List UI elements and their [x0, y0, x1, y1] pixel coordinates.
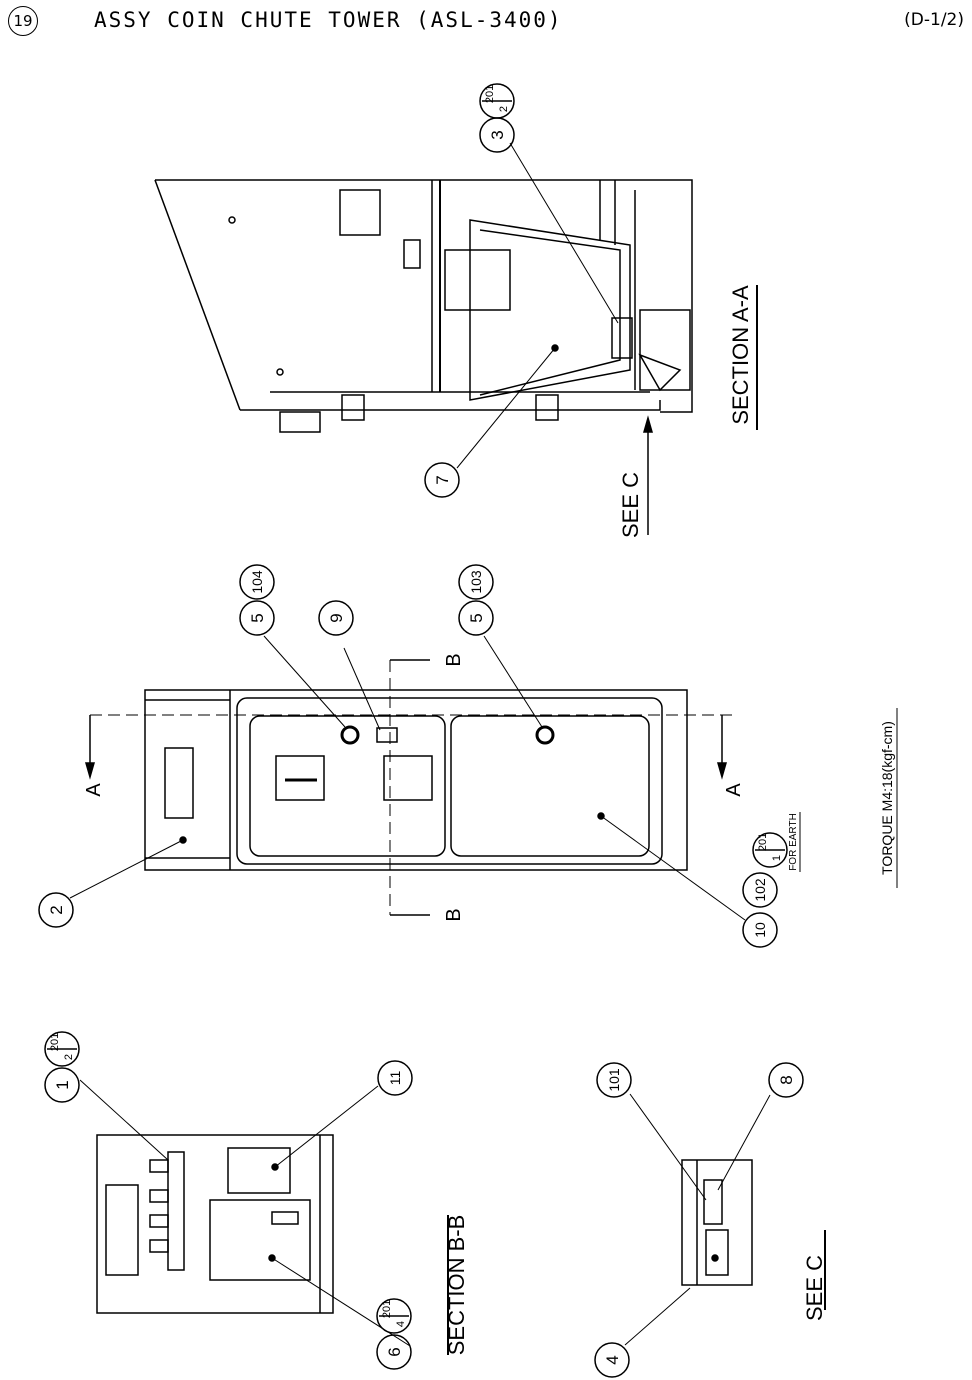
balloon-2-label: 2 — [47, 905, 66, 914]
balloon-10-ref — [752, 832, 788, 868]
balloon-3-ref — [479, 83, 515, 119]
balloon-4-label: 4 — [603, 1355, 622, 1364]
for-earth-note: FOR EARTH — [788, 813, 799, 871]
balloon-11 — [377, 1060, 413, 1096]
section-aa-view — [154, 142, 758, 535]
balloon-101-label: 101 — [606, 1068, 622, 1092]
balloon-102 — [742, 872, 778, 908]
section-bb-label: SECTION B-B — [444, 1215, 469, 1356]
balloon-3-ref-bottom: 2 — [498, 106, 510, 112]
balloon-7-label: 7 — [433, 475, 452, 484]
balloon-5a-ref — [239, 564, 275, 600]
front-view — [69, 635, 898, 921]
item-number-badge: 19 — [8, 6, 38, 36]
balloon-10-ref-top: 201 — [757, 833, 769, 851]
balloon-7 — [424, 462, 460, 498]
balloon-5b-ref-label: 103 — [468, 570, 484, 594]
see-c-top-label: SEE C — [618, 472, 643, 538]
drawing-title: ASSY COIN CHUTE TOWER (ASL-3400) — [94, 8, 563, 32]
title-block: 19 ASSY COIN CHUTE TOWER (ASL-3400) (D-1… — [8, 4, 964, 36]
balloon-10-label: 10 — [752, 922, 768, 938]
balloon-101 — [596, 1062, 632, 1098]
balloon-5b-ref — [458, 564, 494, 600]
balloon-5b — [458, 600, 494, 636]
balloon-1-label: 1 — [53, 1080, 72, 1089]
balloon-10 — [742, 912, 778, 948]
balloon-6-ref-bottom: 4 — [395, 1321, 407, 1327]
balloon-6-ref — [376, 1298, 412, 1334]
cut-mark-a-right: A — [723, 783, 745, 797]
balloon-1 — [44, 1067, 80, 1103]
balloon-4 — [594, 1342, 630, 1378]
see-c-bottom-label: SEE C — [802, 1255, 827, 1321]
balloon-5a-label: 5 — [248, 613, 267, 622]
balloon-9 — [318, 600, 354, 636]
balloon-2 — [38, 892, 74, 928]
sheet-number: (D-1/2) — [904, 10, 964, 30]
balloon-5b-label: 5 — [467, 613, 486, 622]
balloon-6 — [376, 1334, 412, 1370]
balloon-3-ref-top: 201 — [484, 85, 496, 103]
torque-note: TORQUE M4:18(kgf-cm) — [879, 721, 895, 875]
balloon-8-label: 8 — [777, 1075, 796, 1084]
balloon-9-label: 9 — [327, 613, 346, 622]
cut-mark-b-top: B — [443, 653, 465, 666]
balloon-8 — [768, 1062, 804, 1098]
balloon-1-ref — [44, 1031, 80, 1067]
balloon-1-ref-top: 201 — [49, 1033, 61, 1051]
section-aa-label: SECTION A-A — [728, 285, 753, 425]
cut-mark-b-bottom: B — [443, 908, 465, 921]
balloon-6-label: 6 — [385, 1347, 404, 1356]
balloon-11-label: 11 — [387, 1071, 403, 1086]
balloon-3-label: 3 — [488, 130, 507, 139]
balloon-1-ref-bottom: 2 — [63, 1054, 75, 1060]
cut-mark-a-left: A — [83, 783, 105, 797]
see-c-detail — [624, 1093, 826, 1346]
balloon-5a-ref-label: 104 — [249, 570, 265, 594]
balloon-5a — [239, 600, 275, 636]
balloon-102-label: 102 — [752, 878, 768, 902]
balloon-6-ref-top: 201 — [381, 1300, 393, 1318]
balloon-10-ref-bottom: 1 — [771, 855, 783, 861]
